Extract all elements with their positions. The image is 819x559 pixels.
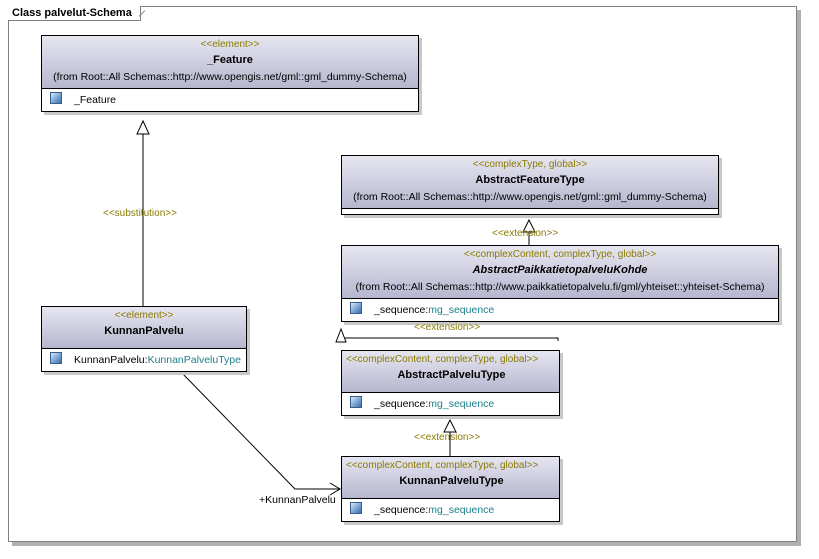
class-header: <<complexContent, complexType, global>> …	[342, 351, 559, 393]
attribute-row[interactable]: _sequence:mg_sequence	[342, 393, 559, 415]
attribute-name: _sequence:	[374, 398, 429, 410]
attribute-icon	[350, 502, 362, 514]
class-abstract-feature-type[interactable]: <<complexType, global>> AbstractFeatureT…	[341, 155, 719, 215]
substitution-label: <<substitution>>	[103, 208, 177, 219]
class-abstract-paikkatietopalvelu-kohde[interactable]: <<complexContent, complexType, global>> …	[341, 245, 779, 322]
class-header: <<complexType, global>> AbstractFeatureT…	[342, 156, 718, 209]
attribute-compartment: _sequence:mg_sequence	[342, 393, 559, 415]
substitution-arrowhead	[136, 119, 150, 135]
class-kunnan-palvelu-type[interactable]: <<complexContent, complexType, global>> …	[341, 456, 560, 522]
attribute-compartment: _sequence:mg_sequence	[342, 299, 778, 321]
class-name: AbstractPaikkatietopalveluKohde	[472, 264, 648, 276]
stereotype-label: <<element>>	[114, 310, 174, 321]
attribute-row[interactable]: _Feature	[42, 89, 418, 111]
attribute-type[interactable]: mg_sequence	[428, 304, 495, 316]
attribute-type[interactable]: KunnanPalveluType	[147, 354, 241, 366]
stereotype-label: <<complexContent, complexType, global>>	[346, 354, 539, 365]
extension-label-1: <<extension>>	[492, 228, 559, 239]
extension-arrowhead-1	[522, 218, 536, 233]
association-line	[181, 372, 340, 490]
attribute-name: KunnanPalvelu:	[74, 354, 148, 366]
diagram-title: Class palvelut-Schema	[8, 6, 141, 21]
association-arrowhead	[329, 482, 341, 496]
attribute-row[interactable]: KunnanPalvelu:KunnanPalveluType	[42, 349, 246, 371]
class-name: _Feature	[207, 54, 253, 66]
extension-label-2: <<extension>>	[414, 322, 481, 333]
class-name: KunnanPalvelu	[104, 325, 184, 337]
class-header: <<element>> _Feature (from Root::All Sch…	[42, 36, 418, 89]
class-name: AbstractPalveluType	[397, 369, 506, 381]
class-feature[interactable]: <<element>> _Feature (from Root::All Sch…	[41, 35, 419, 112]
attribute-icon	[50, 92, 62, 104]
attribute-compartment: _Feature	[42, 89, 418, 111]
class-name: KunnanPalveluType	[399, 475, 504, 487]
attribute-row[interactable]: _sequence:mg_sequence	[342, 299, 778, 321]
attribute-type[interactable]: mg_sequence	[428, 504, 495, 516]
class-kunnan-palvelu[interactable]: <<element>> KunnanPalvelu KunnanPalvelu:…	[41, 306, 247, 372]
stereotype-label: <<complexContent, complexType, global>>	[463, 249, 657, 260]
attribute-name: _sequence:	[374, 304, 429, 316]
attribute-compartment: KunnanPalvelu:KunnanPalveluType	[42, 349, 246, 371]
attribute-icon	[50, 352, 62, 364]
class-origin: (from Root::All Schemas::http://www.paik…	[355, 281, 765, 293]
extension-arrowhead-3	[443, 418, 457, 433]
class-origin: (from Root::All Schemas::http://www.open…	[353, 191, 707, 203]
stereotype-label: <<element>>	[200, 39, 260, 50]
attribute-name: _sequence:	[374, 504, 429, 516]
extension-label-3: <<extension>>	[414, 432, 481, 443]
class-origin: (from Root::All Schemas::http://www.open…	[53, 71, 407, 83]
stereotype-label: <<complexType, global>>	[472, 159, 588, 170]
class-name: AbstractFeatureType	[475, 174, 585, 186]
class-header: <<complexContent, complexType, global>> …	[342, 457, 559, 499]
attribute-name: _Feature	[74, 94, 117, 106]
class-header: <<element>> KunnanPalvelu	[42, 307, 246, 349]
association-role-label: +KunnanPalvelu	[259, 494, 336, 506]
attribute-type[interactable]: mg_sequence	[428, 398, 495, 410]
attribute-row[interactable]: _sequence:mg_sequence	[342, 499, 559, 521]
class-abstract-palvelu-type[interactable]: <<complexContent, complexType, global>> …	[341, 350, 560, 416]
attribute-icon	[350, 302, 362, 314]
empty-compartment	[342, 209, 718, 214]
class-header: <<complexContent, complexType, global>> …	[342, 246, 778, 299]
attribute-icon	[350, 396, 362, 408]
stereotype-label: <<complexContent, complexType, global>>	[346, 460, 539, 471]
attribute-compartment: _sequence:mg_sequence	[342, 499, 559, 521]
extension-arrowhead-2	[335, 327, 347, 343]
